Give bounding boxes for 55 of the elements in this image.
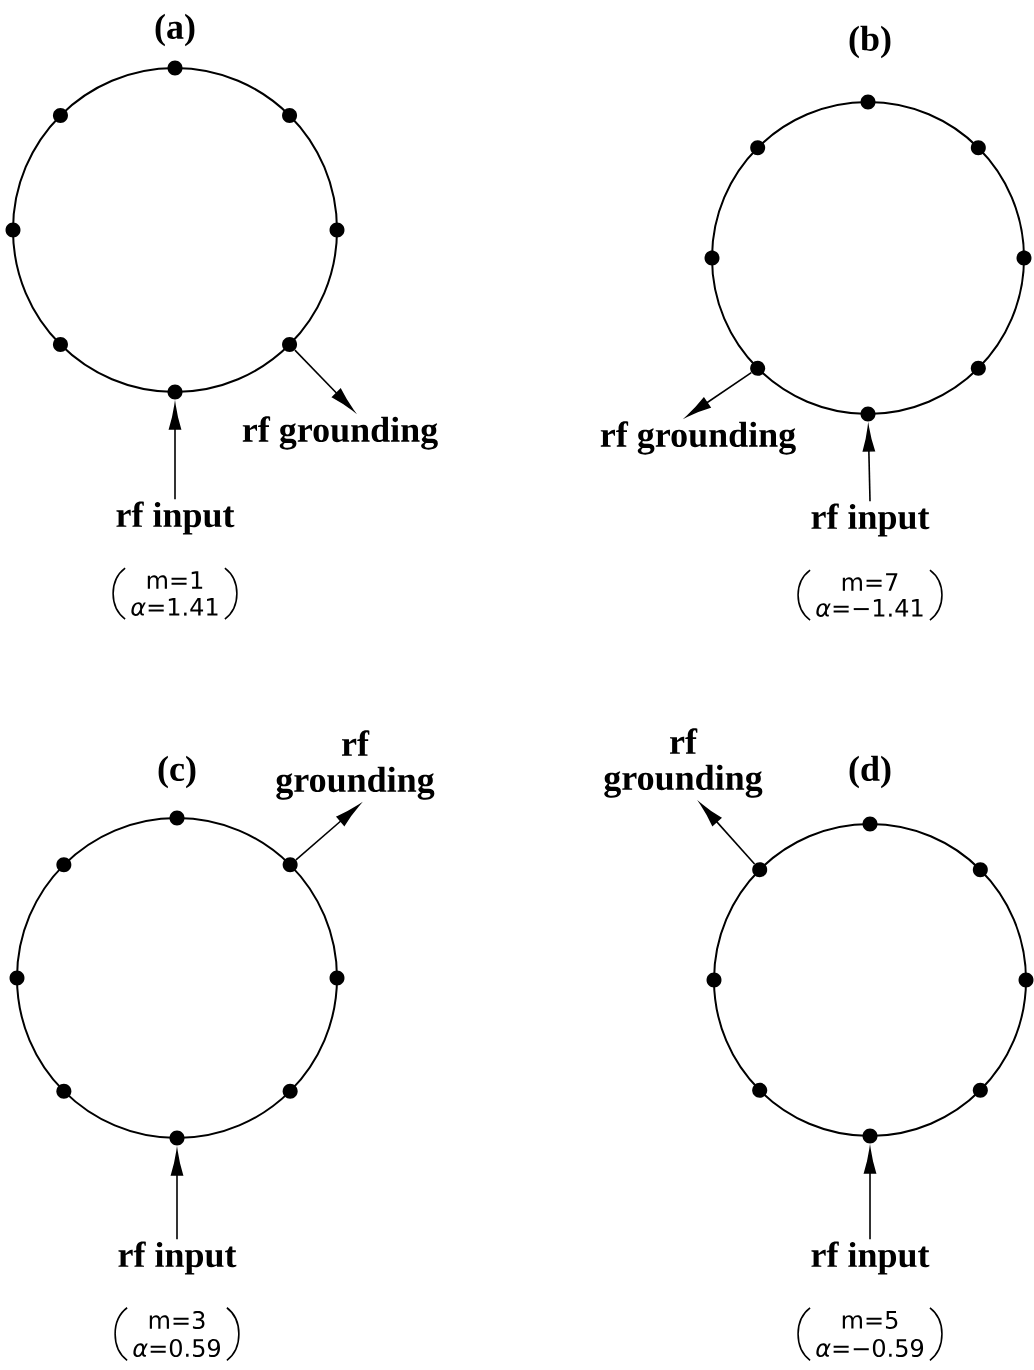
dot bbox=[282, 1083, 298, 1099]
arrow bbox=[294, 349, 354, 411]
dot bbox=[706, 972, 722, 988]
dot bbox=[329, 222, 345, 238]
text-label: rf input bbox=[118, 1241, 237, 1275]
dot bbox=[752, 1082, 768, 1098]
parameter-label: m=7 bbox=[842, 573, 898, 591]
panel-label: (b) bbox=[849, 25, 891, 59]
text-label: rf grounding bbox=[276, 730, 435, 800]
panel-label: (a) bbox=[155, 13, 195, 47]
dot bbox=[52, 337, 68, 353]
dot bbox=[862, 1128, 878, 1144]
dot bbox=[282, 107, 298, 123]
dot bbox=[860, 406, 876, 422]
text-label: rf input bbox=[116, 501, 235, 535]
dot bbox=[329, 970, 345, 986]
dot bbox=[282, 857, 298, 873]
text-label: rf grounding bbox=[604, 728, 763, 798]
dot bbox=[169, 1130, 185, 1146]
dot bbox=[972, 1082, 988, 1098]
parameter-label: α=0.59 bbox=[133, 1338, 220, 1358]
parameter-label: α=−1.41 bbox=[816, 599, 923, 617]
arrow bbox=[295, 804, 360, 861]
arrow bbox=[700, 803, 756, 865]
text-label: rf input bbox=[811, 1241, 930, 1275]
dot bbox=[167, 60, 183, 76]
text-label: rf input bbox=[811, 503, 930, 537]
parameter-label: α=1.41 bbox=[131, 598, 218, 616]
dot bbox=[1016, 250, 1032, 266]
dot bbox=[970, 360, 986, 376]
parameter-label: m=1 bbox=[147, 571, 203, 589]
dot bbox=[970, 140, 986, 156]
dot bbox=[752, 862, 768, 878]
parameter-label: α=−0.59 bbox=[816, 1338, 924, 1358]
parameter-label: m=5 bbox=[842, 1311, 898, 1329]
dot bbox=[972, 862, 988, 878]
dot bbox=[169, 810, 185, 826]
dot bbox=[9, 970, 25, 986]
dot bbox=[860, 94, 876, 110]
text-label: rf grounding bbox=[242, 416, 438, 450]
dot bbox=[704, 250, 720, 266]
dot bbox=[1018, 972, 1034, 988]
dot bbox=[52, 107, 68, 123]
text-label: rf grounding bbox=[600, 421, 796, 455]
dot bbox=[56, 857, 72, 873]
dot bbox=[5, 222, 21, 238]
dot bbox=[750, 360, 766, 376]
dot bbox=[282, 337, 298, 353]
panel-label: (d) bbox=[849, 755, 891, 789]
dot bbox=[167, 384, 183, 400]
dot bbox=[750, 140, 766, 156]
dot bbox=[862, 816, 878, 832]
dot bbox=[56, 1083, 72, 1099]
parameter-label: m=3 bbox=[149, 1310, 205, 1330]
panel-label: (c) bbox=[158, 755, 196, 789]
